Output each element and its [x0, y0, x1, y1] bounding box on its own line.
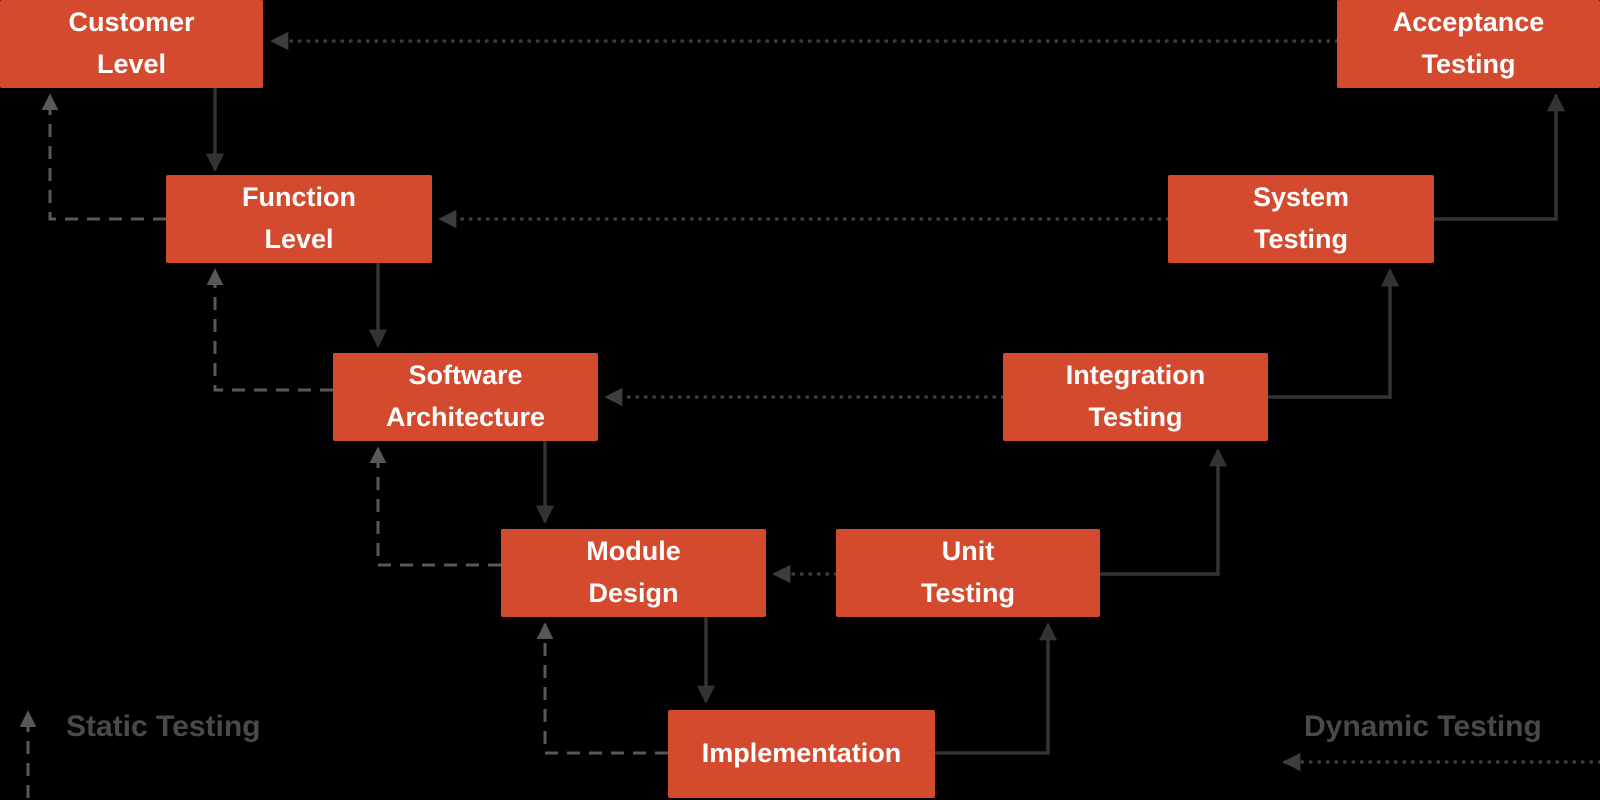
box-label-line: Acceptance — [1392, 7, 1545, 38]
arrow-module-to-software-static — [369, 446, 501, 567]
box-unit-testing: Unit Testing — [836, 529, 1100, 617]
box-acceptance-testing: Acceptance Testing — [1337, 0, 1600, 88]
box-label-line: Integration — [1065, 360, 1206, 391]
box-integration-testing: Integration Testing — [1003, 353, 1268, 441]
box-label-line: Unit — [941, 536, 995, 567]
arrow-integration-to-system — [1268, 268, 1400, 399]
box-label-line: Implementation — [701, 738, 902, 769]
legend-dynamic-testing-label: Dynamic Testing — [1304, 710, 1542, 743]
box-customer-level: Customer Level — [0, 0, 263, 88]
arrow-software-to-function-static — [206, 268, 333, 392]
box-label-line: Customer — [68, 7, 195, 38]
box-system-testing: System Testing — [1168, 175, 1434, 263]
box-software-architecture: Software Architecture — [333, 353, 598, 441]
box-label-line: Design — [588, 578, 679, 608]
box-label-line: Level — [264, 224, 334, 254]
box-label-line: Testing — [1088, 402, 1183, 432]
box-label-line: System — [1252, 182, 1350, 213]
legend-static-testing-label: Static Testing — [66, 710, 261, 743]
box-function-level: Function Level — [166, 175, 432, 263]
box-label-line: Level — [96, 49, 167, 79]
box-label-line: Software — [408, 360, 523, 391]
box-label-line: Testing — [921, 578, 1015, 608]
arrow-implementation-to-unit — [935, 622, 1058, 755]
box-module-design: Module Design — [501, 529, 766, 617]
box-label-line: Module — [586, 536, 681, 567]
box-label-line: Testing — [1421, 49, 1516, 79]
arrow-function-to-customer-static — [41, 93, 166, 221]
box-label-line: Testing — [1254, 224, 1348, 254]
box-label-line: Architecture — [385, 402, 546, 432]
box-implementation: Implementation — [668, 710, 935, 798]
arrow-unit-to-integration — [1100, 448, 1228, 576]
box-label-line: Function — [242, 182, 356, 213]
arrow-implementation-to-module-static — [536, 622, 668, 755]
arrow-system-to-acceptance — [1434, 93, 1566, 221]
